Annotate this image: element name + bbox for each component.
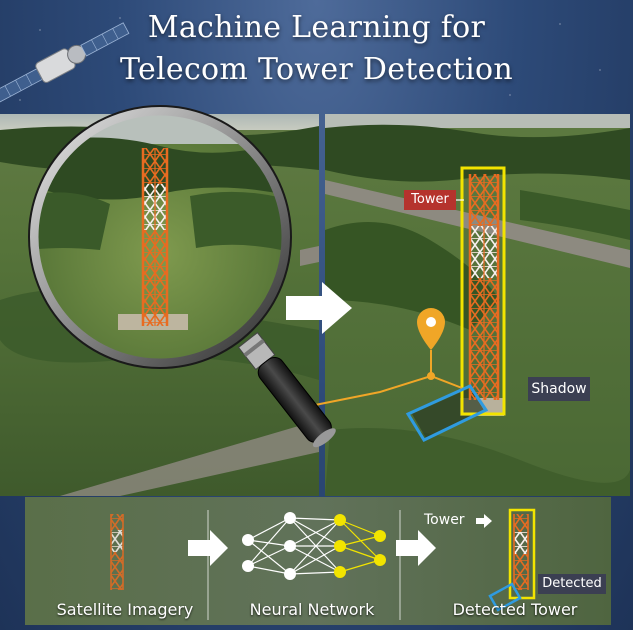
magnifier-icon (28, 105, 336, 448)
location-pin-icon (417, 308, 445, 350)
tower-detection-box (460, 166, 506, 416)
arrow-right-icon (396, 530, 436, 566)
pin-connector-lines (289, 350, 463, 411)
background-texture (19, 17, 601, 101)
arrow-right-icon (188, 530, 228, 566)
detected-tower-small (476, 508, 536, 612)
arrow-right-icon (286, 282, 352, 334)
satellite-imagery-tower (110, 514, 124, 590)
magnifier-lens-view (36, 113, 284, 361)
shadow-label: Shadow (528, 377, 590, 401)
shadow-detection-box (405, 384, 489, 442)
step-caption-satellite-imagery: Satellite Imagery (56, 600, 194, 619)
step-caption-neural-network: Neural Network (249, 600, 375, 619)
neural-network-icon (242, 512, 386, 580)
title-line-2: Telecom Tower Detection (119, 52, 514, 87)
detected-label: Detected (538, 574, 606, 594)
tower-label: Tower (404, 190, 456, 210)
satellite-icon (0, 22, 130, 103)
step-caption-detected-tower: Detected Tower (452, 600, 578, 619)
tower-small-label: Tower (424, 512, 465, 528)
title-line-1: Machine Learning for (147, 10, 486, 45)
telecom-tower-right (468, 174, 500, 400)
